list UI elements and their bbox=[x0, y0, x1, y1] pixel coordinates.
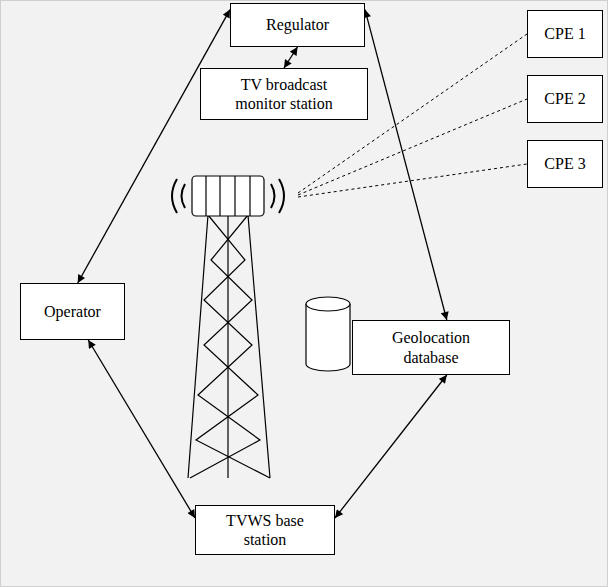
connector-arrow bbox=[335, 375, 447, 518]
antenna-panel bbox=[192, 176, 264, 216]
operator-box: Operator bbox=[20, 283, 125, 340]
connector-arrow bbox=[284, 47, 298, 68]
lattice-tower bbox=[188, 215, 270, 478]
regulator-box: Regulator bbox=[230, 3, 365, 47]
monitor-station-box: TV broadcast monitor station bbox=[200, 68, 368, 120]
connector-arrow bbox=[365, 10, 447, 320]
node-label: TV broadcast monitor station bbox=[223, 75, 345, 113]
cpe-box: CPE 3 bbox=[527, 140, 603, 188]
cpe-box: CPE 2 bbox=[527, 75, 603, 123]
node-label: CPE 3 bbox=[544, 154, 585, 173]
database-box: Geolocation database bbox=[352, 320, 510, 375]
connector-arrow bbox=[78, 10, 230, 283]
database-cylinder bbox=[306, 297, 350, 371]
node-label: CPE 1 bbox=[544, 24, 585, 43]
node-label: Operator bbox=[44, 302, 101, 321]
node-label: Geolocation database bbox=[377, 328, 485, 366]
cpe-box: CPE 1 bbox=[527, 10, 603, 58]
node-label: Regulator bbox=[266, 15, 329, 34]
connector-arrow bbox=[88, 340, 195, 518]
base-station-box: TVWS base station bbox=[195, 505, 335, 555]
node-label: CPE 2 bbox=[544, 89, 585, 108]
signal-arcs bbox=[172, 179, 284, 213]
node-label: TVWS base station bbox=[220, 511, 310, 549]
